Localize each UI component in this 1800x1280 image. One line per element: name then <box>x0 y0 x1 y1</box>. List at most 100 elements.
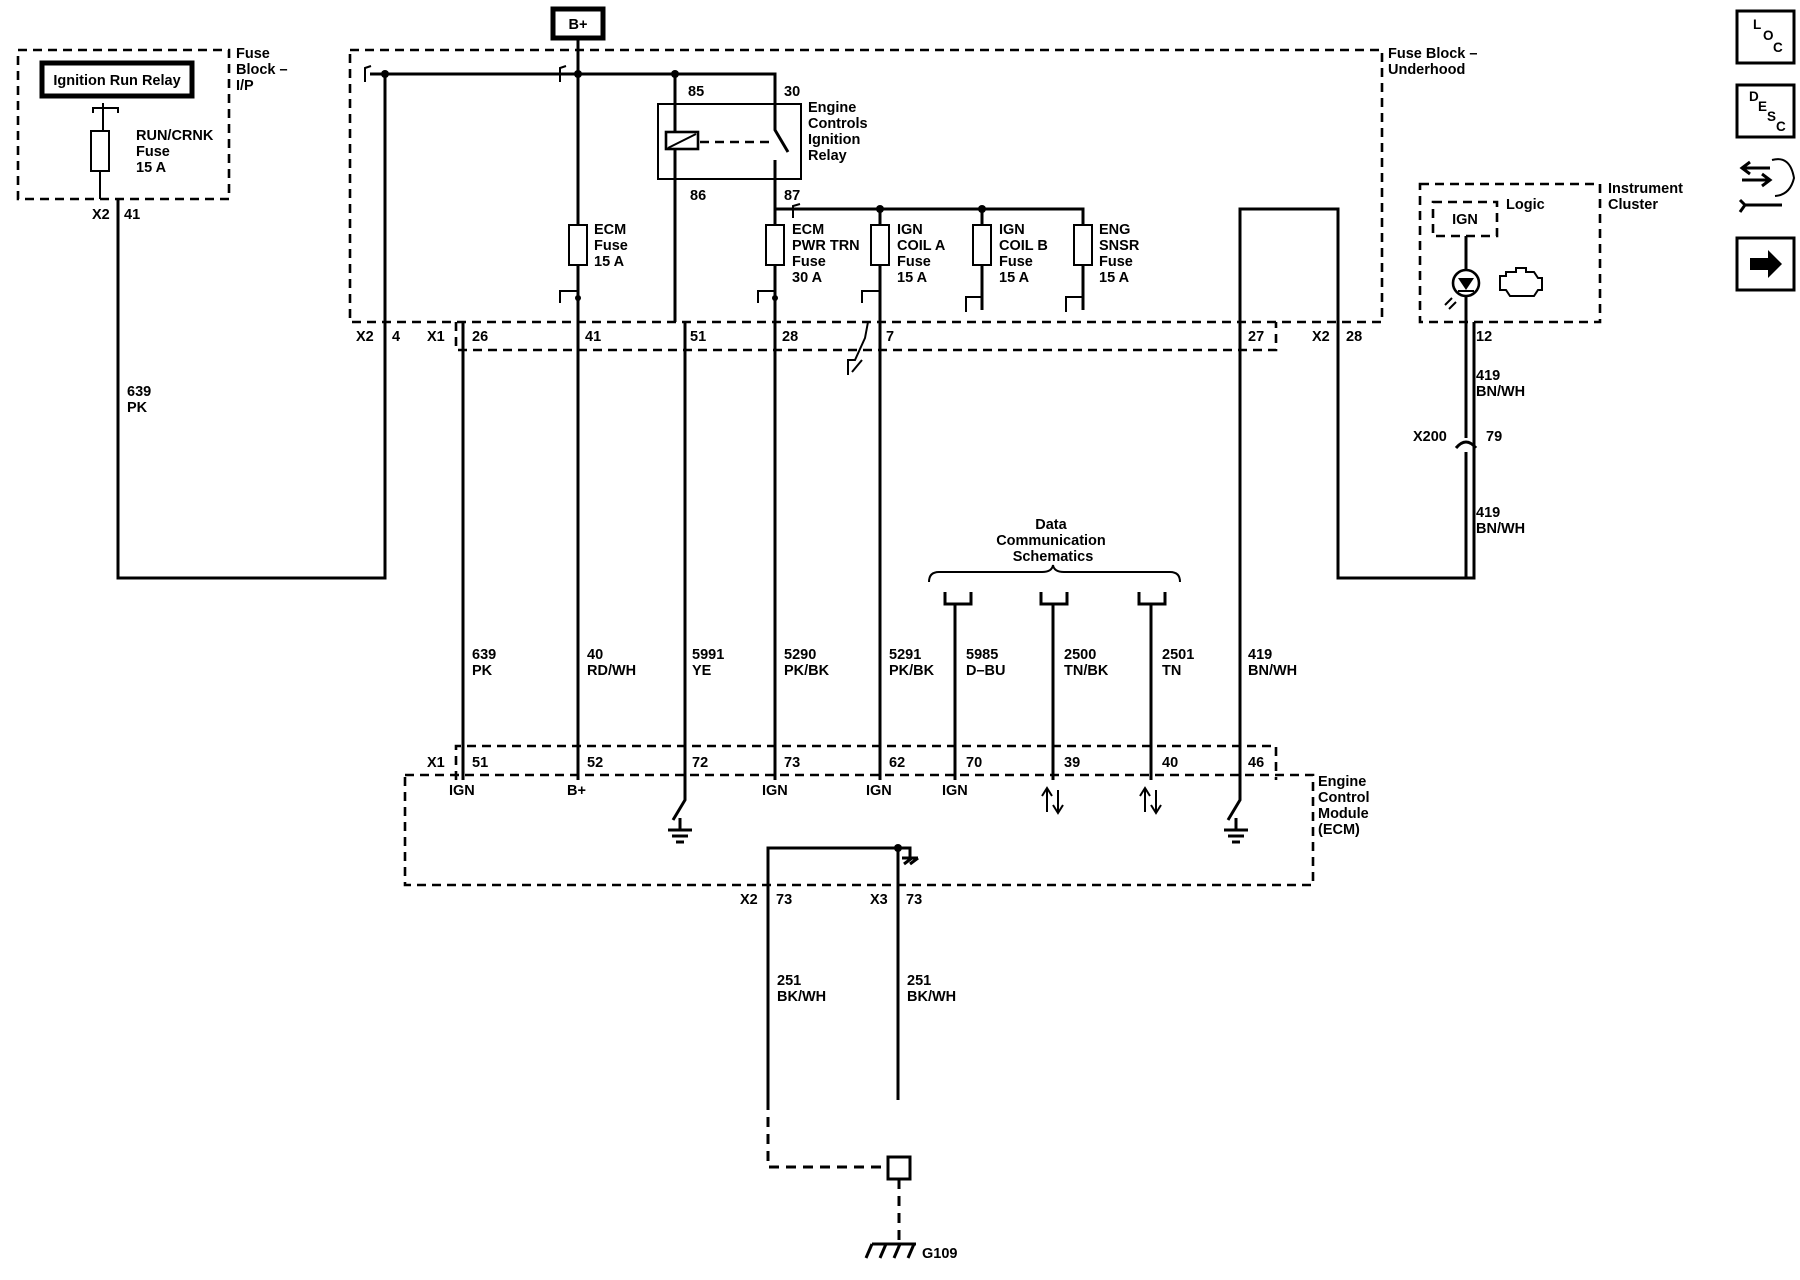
wire-251-b-label: 251 BK/WH <box>907 973 956 1005</box>
svg-text:O: O <box>1763 28 1774 43</box>
ground-g109-label: G109 <box>922 1246 957 1262</box>
svg-text:85: 85 <box>688 84 704 100</box>
ecm-x1-pin-51: 51 <box>472 755 488 771</box>
wire-5291-label: 5291 PK/BK <box>889 647 935 679</box>
ecm-ground-icon-2 <box>1224 780 1248 844</box>
ecm-x1-pin-70: 70 <box>966 755 982 771</box>
bidirectional-arrow-icon <box>1041 786 1064 815</box>
uh-x2-right-label: X2 <box>1312 329 1330 345</box>
ecm-fuse-icon <box>568 224 588 266</box>
check-engine-lamp-icon <box>1444 268 1481 310</box>
instrument-cluster: Instrument Cluster IGN Logic <box>1418 181 1687 324</box>
ecm-x1-pin-62: 62 <box>889 755 905 771</box>
ecm-x2-label: X2 <box>740 892 758 908</box>
svg-text:S: S <box>1767 109 1776 124</box>
wire-639-upper-label: 639 PK <box>127 384 155 416</box>
svg-text:86: 86 <box>690 188 706 204</box>
run-crnk-fuse-label: RUN/CRNK Fuse 15 A <box>136 128 217 176</box>
instrument-cluster-label: Instrument Cluster <box>1608 181 1687 213</box>
ic-ign-label: IGN <box>1452 212 1478 228</box>
ecm-label: Engine Control Module (ECM) <box>1318 774 1374 838</box>
wire-419-ecm-label: 419 BN/WH <box>1248 647 1297 679</box>
wire-40-label: 40 RD/WH <box>587 647 636 679</box>
uh-x1-pin-28: 28 <box>782 329 798 345</box>
ignition-run-relay: Ignition Run Relay <box>39 60 195 99</box>
ecm-x1-pin-72: 72 <box>692 755 708 771</box>
svg-text:L: L <box>1753 17 1761 32</box>
ecm-input-ign-3: IGN <box>866 783 892 799</box>
ecm-ground-icon <box>668 780 692 844</box>
uh-x1-pin-51: 51 <box>690 329 706 345</box>
ic-pin: 12 <box>1476 329 1492 345</box>
ecm-input-ign-2: IGN <box>762 783 788 799</box>
data-communication-schematics: Data Communication Schematics <box>928 517 1181 606</box>
relay-label: Engine Controls Ignition Relay <box>808 100 872 164</box>
svg-text:30: 30 <box>784 84 800 100</box>
ecm-x3-pin: 73 <box>906 892 922 908</box>
ic-logic-label: Logic <box>1506 197 1545 213</box>
fuse-block-ip-label: Fuse Block – I/P <box>236 46 292 94</box>
ign-coil-b-fuse-icon <box>972 224 992 266</box>
ecm-x1-pin-52: 52 <box>587 755 603 771</box>
connector-tool-icon[interactable] <box>1738 158 1796 213</box>
wire-419-ic2-label: 419 BN/WH <box>1476 505 1525 537</box>
svg-text:E: E <box>1758 99 1767 114</box>
uh-x1-pin-27: 27 <box>1248 329 1264 345</box>
ign-coil-a-fuse-icon <box>870 224 890 266</box>
bidirectional-arrow-icon-2 <box>1139 786 1162 815</box>
engine-control-module: Engine Control Module (ECM) X1 51 52 72 … <box>403 744 1374 887</box>
ip-x2-pin: 41 <box>124 207 140 223</box>
wire-2500-label: 2500 TN/BK <box>1064 647 1109 679</box>
location-button[interactable]: L O C <box>1735 9 1796 65</box>
uh-x2-right-pin: 28 <box>1346 329 1362 345</box>
ecm-input-ign-1: IGN <box>449 783 475 799</box>
x200-pin: 79 <box>1486 429 1502 445</box>
ecm-x2-pin: 73 <box>776 892 792 908</box>
eng-snsr-fuse-label: ENG SNSR Fuse 15 A <box>1099 222 1143 286</box>
svg-text:C: C <box>1776 119 1786 134</box>
engine-icon <box>1499 267 1543 297</box>
ecm-x1-label: X1 <box>427 755 445 771</box>
ecm-input-bplus: B+ <box>567 783 586 799</box>
chassis-ground-icon <box>864 1242 916 1259</box>
ecm-fuse-label: ECM Fuse 15 A <box>594 222 632 270</box>
ecm-pwr-trn-fuse-icon <box>765 224 785 266</box>
ecm-x1-pin-40: 40 <box>1162 755 1178 771</box>
wire-419-ic-label: 419 BN/WH <box>1476 368 1525 400</box>
wire-639-label: 639 PK <box>472 647 500 679</box>
svg-text:D: D <box>1749 89 1759 104</box>
ign-coil-a-fuse-label: IGN COIL A Fuse 15 A <box>897 222 949 286</box>
wire-251-a-label: 251 BK/WH <box>777 973 826 1005</box>
svg-text:87: 87 <box>784 188 800 204</box>
svg-text:C: C <box>1773 40 1783 55</box>
uh-x2-left-pin: 4 <box>392 329 400 345</box>
uh-x1-label: X1 <box>427 329 445 345</box>
fuse-block-underhood: Fuse Block – Underhood 85 30 86 87 Engin… <box>348 46 1481 580</box>
ecm-x1-pin-46: 46 <box>1248 755 1264 771</box>
wire-639-upper <box>116 75 387 580</box>
uh-x2-left-label: X2 <box>356 329 374 345</box>
ecm-x1-pin-39: 39 <box>1064 755 1080 771</box>
eng-snsr-fuse-icon <box>1073 224 1093 266</box>
description-button[interactable]: D E S C <box>1735 83 1796 139</box>
wire-5991-label: 5991 YE <box>692 647 728 679</box>
fuse-block-ip: Fuse Block – I/P Ignition Run Relay RUN/… <box>16 46 292 201</box>
wire-2501-label: 2501 TN <box>1162 647 1198 679</box>
fuse-block-underhood-label: Fuse Block – Underhood <box>1388 46 1481 78</box>
x200-label: X200 <box>1413 429 1447 445</box>
data-comm-label: Data Communication Schematics <box>996 517 1110 565</box>
svg-text:B+: B+ <box>569 17 588 33</box>
battery-positive: B+ <box>550 6 606 75</box>
ecm-x1-pin-73: 73 <box>784 755 800 771</box>
next-arrow-button[interactable] <box>1735 236 1796 292</box>
uh-x1-pin-41: 41 <box>585 329 601 345</box>
engine-controls-ignition-relay: 85 30 86 87 Engine Controls Ignition Rel… <box>657 74 872 204</box>
ip-x2-label: X2 <box>92 207 110 223</box>
run-crnk-fuse-icon <box>90 130 110 172</box>
uh-x1-pin-7: 7 <box>886 329 894 345</box>
uh-x1-pin-26: 26 <box>472 329 488 345</box>
ground-splice-icon <box>886 1155 912 1181</box>
right-arrow-icon <box>1750 250 1782 278</box>
ecm-input-ign-4: IGN <box>942 783 968 799</box>
